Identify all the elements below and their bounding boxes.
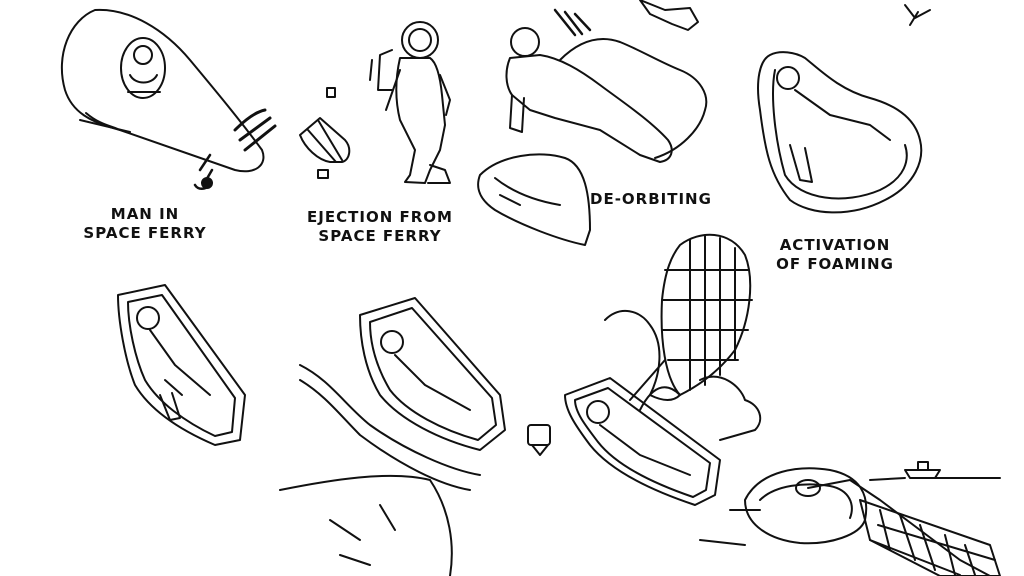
foaming-capsule [757, 51, 923, 214]
label-line: SPACE FERRY [318, 227, 442, 245]
capsule-3-parachute [564, 233, 762, 506]
label-line: EJECTION FROM [307, 208, 453, 226]
capsule-1 [117, 284, 246, 446]
label-line: ACTIVATION [779, 236, 891, 254]
deorbit-astronaut [477, 8, 708, 246]
ejected-astronaut [299, 21, 451, 184]
label-line: SPACE FERRY [83, 224, 207, 242]
label-man-in-space-ferry: MAN IN SPACE FERRY [60, 205, 230, 243]
splashdown-raft [699, 461, 1001, 576]
label-line: MAN IN [110, 205, 180, 223]
capsule-2 [279, 297, 506, 576]
space-ferry [60, 8, 277, 190]
label-line: OF FOAMING [776, 255, 894, 273]
label-ejection-from-space-ferry: EJECTION FROM SPACE FERRY [290, 208, 470, 246]
label-activation-of-foaming: ACTIVATION OF FOAMING [760, 236, 910, 274]
label-line: DE-ORBITING [590, 190, 712, 208]
satellite [639, 0, 931, 31]
small-pack [527, 424, 551, 456]
label-de-orbiting: DE-ORBITING [590, 190, 730, 209]
